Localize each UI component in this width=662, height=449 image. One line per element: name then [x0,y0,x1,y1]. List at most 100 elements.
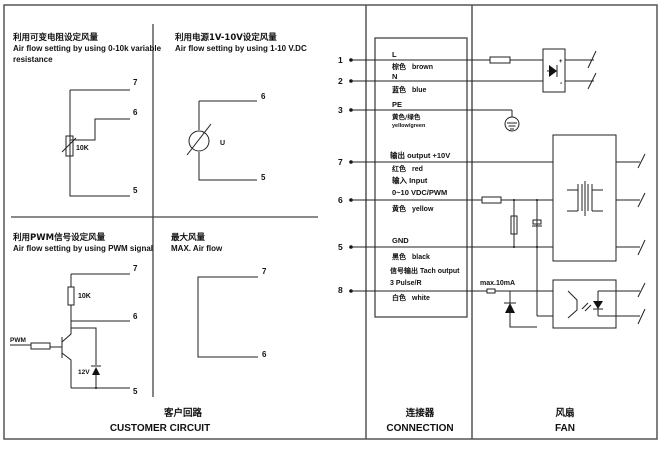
panel-title-en: MAX. Air flow [171,244,223,253]
zener-diode-icon [92,367,100,375]
panel-variable-resistor: 利用可变电阻设定风量 Air flow setting by using 0-1… [12,32,162,197]
panel-title-en: Air flow setting by using 0-10k variable [13,44,162,53]
pin-color-cn: 白色 [392,293,406,302]
pin-name: 信号输出 Tach output [390,266,460,275]
pin-color-cn: 棕色 [391,62,406,71]
connector-pin-2: 2 N 蓝色 blue [338,72,543,94]
pin-label: 7 [133,264,138,273]
pulldown-resistor-symbol [510,215,518,235]
resistor-label: 10K [78,293,91,300]
junction-dot [536,246,538,248]
pin-number: 5 [338,242,343,252]
section-title-en: CUSTOMER CIRCUIT [110,423,210,434]
pin-label: 6 [133,312,138,321]
optocoupler-box [552,279,617,329]
section-title-en: FAN [555,423,575,434]
junction-dot [513,246,515,248]
pin-name: 输入 Input [392,175,428,185]
section-title-cn: 连接器 [406,407,435,419]
pin-number: 3 [338,105,343,115]
resistor-symbol [67,286,75,306]
voltage-source-icon [188,130,210,152]
wire-zener [71,327,97,365]
connector-box [374,37,468,318]
connector-pin-1: 1 L 棕色 brown [338,50,490,71]
wire-6-5 [198,101,257,181]
transistor-symbol [61,328,72,388]
pin-color-en: white [411,295,430,302]
connector-pin-8: 8 信号输出 Tach output 3 Pulse/R 白色 white [338,266,487,302]
panel-voltage: 利用电源1V-10V设定风量 Air flow setting by using… [174,32,307,182]
outer-border [3,4,658,440]
voltage-source-arrow [186,123,212,156]
pin-number: 7 [338,157,343,167]
phototransistor-symbol [567,290,578,319]
junction-dot [513,199,515,201]
motor-symbol [567,181,603,216]
pin-name: L [392,50,397,59]
pin-color-cn: 黑色 [392,252,406,261]
pin-label: 6 [133,108,138,117]
pin-number: 2 [338,76,343,86]
ground-icon [504,116,520,132]
pin-color-en: blue [412,87,426,94]
pin-label: 6 [262,350,267,359]
panel-max: 最大风量 MAX. Air flow 7 6 [171,232,267,359]
pwm-resistor-symbol [30,342,51,350]
pin-number: 8 [338,285,343,295]
fuse-symbol [489,56,511,64]
pin-name: N [392,72,397,81]
junction-dot [95,387,97,389]
wire [495,290,553,328]
connector-pins: 1 L 棕色 brown 2 N 蓝色 blue 3 PE 黄色/绿色 yell… [338,50,553,302]
pin-color-en: red [412,166,423,173]
motor-driver-box [552,134,617,262]
panel-title-cn: 利用可变电阻设定风量 [12,32,99,43]
component-label: 10K [76,145,89,152]
potentiometer-arrow [61,137,77,153]
pin-name: GND [392,236,409,245]
component-label: U [220,140,225,147]
pin-label: 7 [262,267,267,276]
pin-name-2: 0~10 VDC/PWM [392,188,447,197]
tach-limit-label: max.10mA [480,280,515,287]
break-symbol [637,282,646,325]
minus-sign: - [560,80,563,87]
pin-label: 5 [261,173,266,182]
pin-color-cn: 黄色/绿色 [392,112,421,121]
tach-resistor-symbol [486,288,496,294]
connector-pin-6: 6 输入 Input 0~10 VDC/PWM 黄色 yellow [338,175,482,213]
break-symbol [587,50,597,90]
section-title-cn: 风扇 [555,407,574,419]
pin-color-cn: 黄色 [392,204,406,213]
pin-color-en: black [412,254,430,261]
pin-label: 5 [133,186,138,195]
pin-name-2: 3 Pulse/R [390,280,422,287]
tach-zener-icon [505,303,515,313]
section-title-cn: 客户回路 [163,407,203,419]
ground-lines [507,122,517,130]
zener-wire [91,365,101,388]
pin-number: 1 [338,55,343,65]
wire-pwm [10,344,62,348]
wire [565,59,594,82]
capacitor-symbol [532,219,542,225]
section-title-en: CONNECTION [386,423,453,434]
connector-pin-3: 3 PE 黄色/绿色 yellow/green [338,100,512,129]
pin-color-en: yellow [412,206,434,213]
fan-circuit: + - max.10mA [480,48,646,329]
pin-color-en: brown [412,64,433,71]
zener-label: 12V [78,369,90,376]
panel-title-en: Air flow setting by using PWM signal [13,244,153,253]
light-arrows [581,302,592,312]
pin-color-en: yellow/green [392,123,426,129]
pin-color-cn: 蓝色 [392,85,406,94]
wire-7-5 [69,90,130,197]
break-symbol [637,153,646,256]
rectifier-box [542,48,566,93]
wire-wiper-6 [70,118,130,141]
pin-label: 7 [133,78,138,87]
pin-name: 输出 output +10V [390,150,450,160]
plus-sign: + [559,59,563,65]
